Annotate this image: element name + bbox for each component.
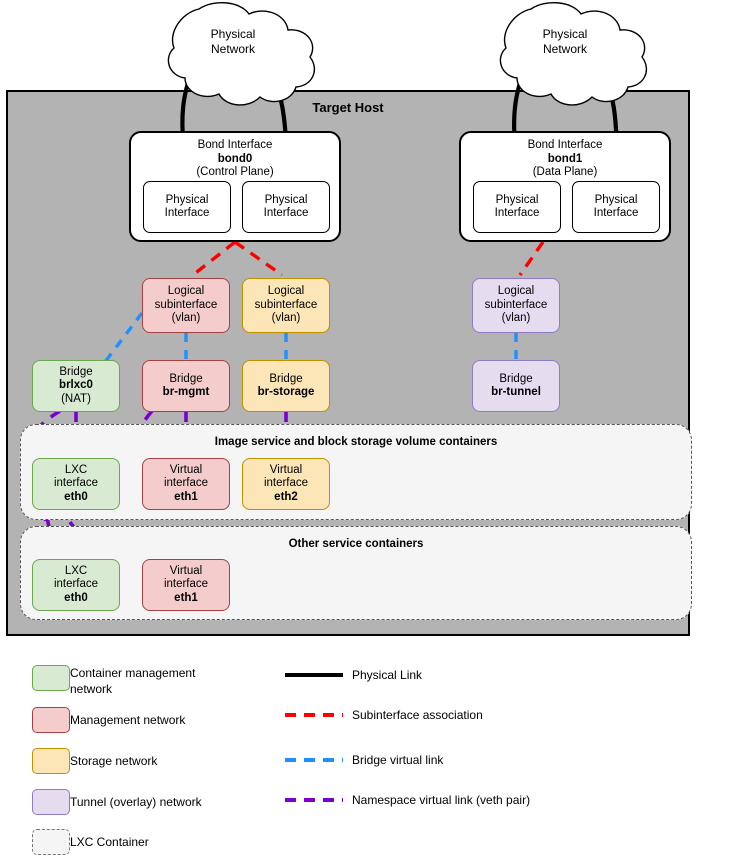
legend-label-tunnel: Tunnel (overlay) network	[70, 795, 202, 809]
if-a-eth0-name: eth0	[64, 490, 88, 503]
bond1-physical-interface-1[interactable]: Physical Interface	[473, 181, 561, 233]
subif-storage-line2: subinterface	[254, 298, 318, 311]
legend-label-management: Management network	[70, 713, 186, 727]
bond0-role: (Control Plane)	[196, 166, 274, 178]
if-b-eth0-name: eth0	[64, 591, 88, 604]
bond0-pif2-line2: Interface	[263, 207, 309, 219]
legend-label-subinterface-association: Subinterface association	[352, 708, 483, 722]
bridge-br-storage[interactable]: Bridge br-storage	[242, 360, 330, 412]
br-tunnel-name: br-tunnel	[491, 386, 541, 398]
if-a-eth1-line1: Virtual	[169, 463, 203, 476]
legend-swatch-management	[32, 707, 70, 733]
bond1-physical-interface-2[interactable]: Physical Interface	[572, 181, 660, 233]
lxc-group-b-title: Other service containers	[288, 538, 424, 550]
legend-swatch-storage	[32, 748, 70, 774]
br-mgmt-name: br-mgmt	[162, 386, 210, 398]
if-a-eth2-name: eth2	[274, 490, 298, 503]
bridge-br-mgmt[interactable]: Bridge br-mgmt	[142, 360, 230, 412]
virtual-interface-a-eth1[interactable]: Virtual interface eth1	[142, 458, 230, 510]
bond1-pif1-line2: Interface	[494, 207, 540, 219]
legend-label-bridge-virtual-link: Bridge virtual link	[352, 753, 444, 767]
page-title: Target Host	[312, 100, 384, 115]
if-b-eth1-name: eth1	[174, 591, 198, 604]
cloud-left-label-line2: Network	[211, 42, 256, 56]
cloud-right-label-line1: Physical	[543, 27, 588, 41]
virtual-interface-a-eth2[interactable]: Virtual interface eth2	[242, 458, 330, 510]
subif-tunnel-line2: subinterface	[484, 298, 548, 311]
brlxc0-line1: Bridge	[59, 365, 93, 378]
bond1-role: (Data Plane)	[532, 166, 598, 178]
br-storage-line1: Bridge	[269, 372, 303, 385]
legend-label-container-management: Container management network	[70, 666, 196, 696]
lxc-interface-a-eth0[interactable]: LXC interface eth0	[32, 458, 120, 510]
if-a-eth1-line2: interface	[163, 477, 209, 490]
logical-subinterface-mgmt[interactable]: Logical subinterface (vlan)	[142, 278, 230, 333]
brlxc0-name: brlxc0	[59, 379, 93, 392]
subif-storage-line1: Logical	[267, 285, 305, 298]
if-b-eth1-line1: Virtual	[169, 564, 203, 577]
if-a-eth0-line1: LXC	[64, 463, 88, 476]
lxc-group-a-title: Image service and block storage volume c…	[214, 436, 498, 448]
if-b-eth0-line1: LXC	[64, 564, 88, 577]
subif-mgmt-line2: subinterface	[154, 298, 218, 311]
subif-storage-line3: (vlan)	[271, 312, 301, 325]
legend-swatch-tunnel	[32, 789, 70, 815]
bond1-name: bond1	[547, 152, 583, 165]
br-storage-name: br-storage	[257, 386, 315, 398]
legend-swatch-lxc-container	[32, 829, 70, 855]
bond1-pif2-line2: Interface	[593, 207, 639, 219]
legend-label-namespace-virtual-link: Namespace virtual link (veth pair)	[352, 793, 531, 807]
br-mgmt-line1: Bridge	[169, 372, 203, 385]
if-b-eth1-line2: interface	[163, 578, 209, 591]
bridge-br-tunnel[interactable]: Bridge br-tunnel	[472, 360, 560, 412]
cloud-right-label-line2: Network	[543, 42, 588, 56]
if-b-eth0-line2: interface	[53, 578, 99, 591]
subif-mgmt-line3: (vlan)	[171, 312, 201, 325]
lxc-group-image-service-block-storage: Image service and block storage volume c…	[20, 424, 692, 520]
bond0-pif1-line1: Physical	[165, 193, 209, 206]
legend-label-storage: Storage network	[70, 754, 158, 768]
if-a-eth1-name: eth1	[174, 490, 198, 503]
bond0-title: Bond Interface	[197, 139, 273, 151]
subif-tunnel-line3: (vlan)	[501, 312, 531, 325]
legend-swatch-container-management	[32, 665, 70, 691]
legend-label-physical-link: Physical Link	[352, 668, 423, 682]
bond0-name: bond0	[217, 152, 253, 165]
logical-subinterface-storage[interactable]: Logical subinterface (vlan)	[242, 278, 330, 333]
br-tunnel-line1: Bridge	[499, 372, 533, 385]
logical-subinterface-tunnel[interactable]: Logical subinterface (vlan)	[472, 278, 560, 333]
if-a-eth2-line2: interface	[263, 477, 309, 490]
bond0-physical-interface-1[interactable]: Physical Interface	[143, 181, 231, 233]
bond0-pif2-line1: Physical	[264, 193, 308, 206]
bond1-pif2-line1: Physical	[594, 193, 638, 206]
brlxc0-line3: (NAT)	[61, 392, 91, 405]
subif-tunnel-line1: Logical	[497, 285, 535, 298]
bridge-brlxc0[interactable]: Bridge brlxc0 (NAT)	[32, 360, 120, 412]
if-a-eth2-line1: Virtual	[269, 463, 303, 476]
subif-mgmt-line1: Logical	[167, 285, 205, 298]
lxc-group-other-services: Other service containers	[20, 526, 692, 620]
cloud-left-label-line1: Physical	[211, 27, 256, 41]
bond0-pif1-line2: Interface	[164, 207, 210, 219]
bond0-physical-interface-2[interactable]: Physical Interface	[242, 181, 330, 233]
lxc-interface-b-eth0[interactable]: LXC interface eth0	[32, 559, 120, 611]
bond1-title: Bond Interface	[527, 139, 603, 151]
legend-label-lxc-container: LXC Container	[70, 835, 149, 849]
bond1-pif1-line1: Physical	[495, 193, 539, 206]
virtual-interface-b-eth1[interactable]: Virtual interface eth1	[142, 559, 230, 611]
if-a-eth0-line2: interface	[53, 477, 99, 490]
